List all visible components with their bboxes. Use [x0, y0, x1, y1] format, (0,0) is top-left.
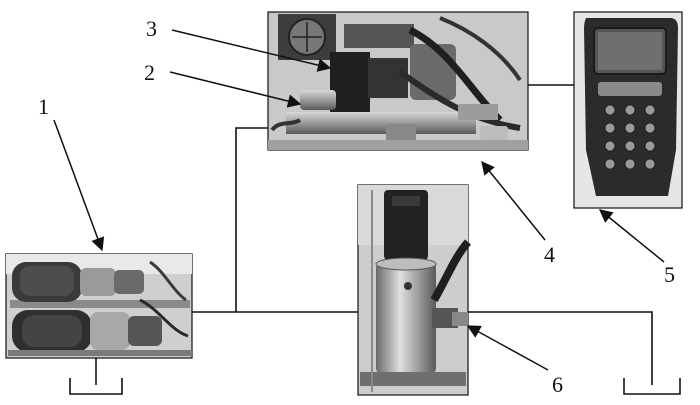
- photo-hydraulic-cylinder: [357, 184, 472, 396]
- arrow-6: [466, 325, 549, 371]
- callout-label-6: 6: [552, 372, 563, 397]
- callout-arrows: [53, 29, 665, 371]
- line-riser-to-valve-block: [235, 127, 268, 312]
- callout-label-5: 5: [664, 262, 675, 287]
- connection-lines: [95, 84, 653, 385]
- line-cylinder-to-tank: [468, 311, 653, 385]
- arrow-5: [598, 209, 665, 263]
- arrow-2: [169, 71, 302, 108]
- callout-label-3: 3: [146, 16, 157, 41]
- arrow-3: [171, 29, 332, 72]
- tank-symbol-left: [69, 378, 123, 395]
- callout-label-4: 4: [544, 242, 555, 267]
- callout-label-1: 1: [38, 94, 49, 119]
- arrow-4: [481, 160, 546, 241]
- photo-motor-pump-group: [5, 253, 193, 359]
- photo-valve-block: [267, 11, 529, 151]
- tank-symbol-right: [623, 378, 681, 395]
- callout-label-2: 2: [144, 60, 155, 85]
- photo-handheld-tester: [573, 11, 683, 209]
- arrow-1: [53, 119, 105, 252]
